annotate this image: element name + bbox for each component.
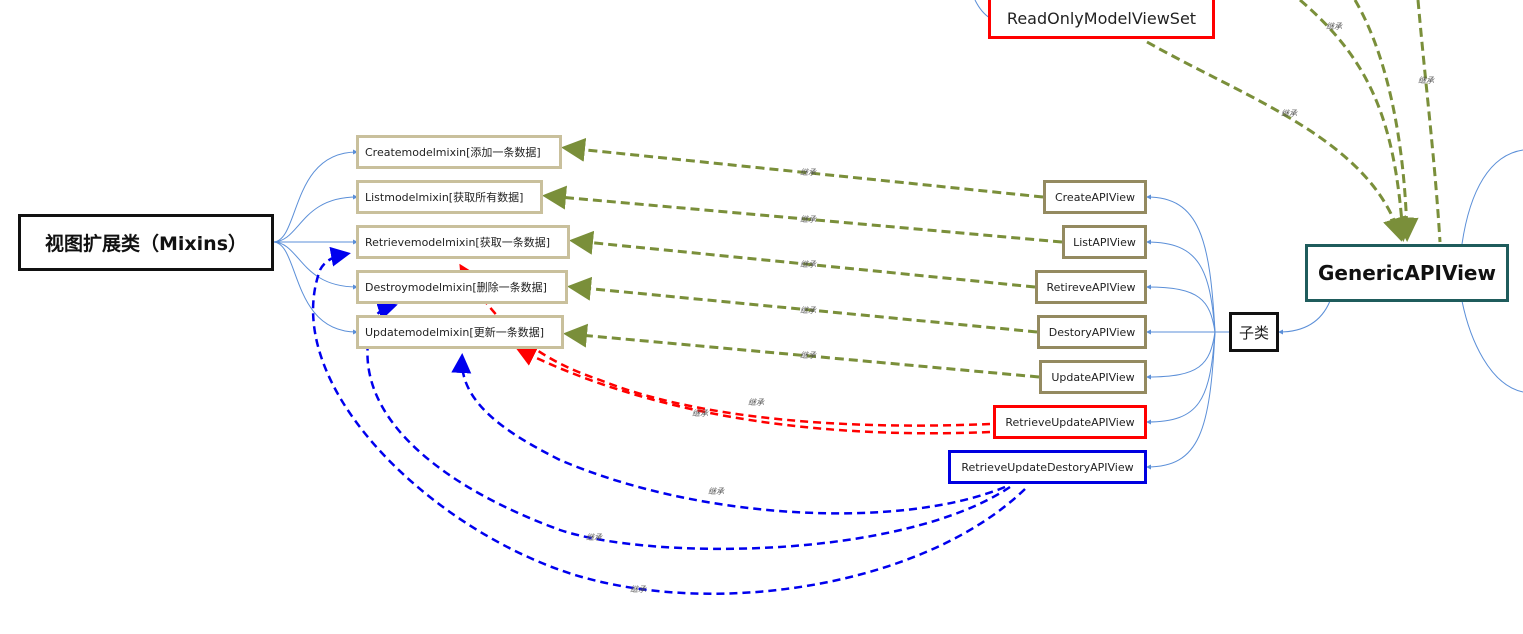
edge-label: 继承: [800, 168, 817, 177]
root-node-mixins[interactable]: 视图扩展类（Mixins）: [18, 214, 274, 271]
edge-label: 继承: [800, 351, 817, 360]
edge-label: 继承: [1418, 76, 1435, 85]
create-api-view[interactable]: CreateAPIView: [1043, 180, 1147, 214]
blue-inheritance-edges: [311, 246, 1026, 595]
red-inheritance-edges: [459, 263, 991, 435]
mixin-destroy[interactable]: Destroymodelmixin[删除一条数据]: [356, 270, 568, 304]
mixin-list[interactable]: Listmodelmixin[获取所有数据]: [356, 180, 543, 214]
edge-label: 继承: [692, 409, 709, 418]
tree-links: [272, 0, 1523, 470]
edge-label: 继承: [630, 585, 647, 594]
edge-labels: 继承 继承 继承 继承 继承 继承 继承 继承 继承 继承 继承 继承 继承: [586, 22, 1435, 594]
edge-label: 继承: [800, 215, 817, 224]
generic-api-view-node[interactable]: GenericAPIView: [1305, 244, 1509, 302]
edge-label: 继承: [586, 533, 603, 542]
edge-label: 继承: [1326, 22, 1343, 31]
edge-label: 继承: [708, 487, 725, 496]
green-inheritance-edges: [542, 0, 1442, 379]
list-api-view[interactable]: ListAPIView: [1062, 225, 1147, 259]
retrieve-update-destroy-api-view[interactable]: RetrieveUpdateDestoryAPIView: [948, 450, 1147, 484]
edge-label: 继承: [800, 306, 817, 315]
retrieve-update-api-view[interactable]: RetrieveUpdateAPIView: [993, 405, 1147, 439]
root-label: 视图扩展类（Mixins）: [44, 233, 248, 255]
subclass-node[interactable]: 子类: [1229, 312, 1279, 352]
update-api-view[interactable]: UpdateAPIView: [1039, 360, 1147, 394]
edge-label: 继承: [800, 260, 817, 269]
mixin-update[interactable]: Updatemodelmixin[更新一条数据]: [356, 315, 564, 349]
mixin-retrieve[interactable]: Retrievemodelmixin[获取一条数据]: [356, 225, 570, 259]
readonly-model-viewset-node[interactable]: ReadOnlyModelViewSet: [988, 0, 1215, 39]
mixin-create[interactable]: Createmodelmixin[添加一条数据]: [356, 135, 562, 169]
edge-label: 继承: [1281, 109, 1298, 118]
retrieve-api-view[interactable]: RetireveAPIView: [1035, 270, 1147, 304]
destroy-api-view[interactable]: DestoryAPIView: [1037, 315, 1147, 349]
edge-label: 继承: [748, 398, 765, 407]
